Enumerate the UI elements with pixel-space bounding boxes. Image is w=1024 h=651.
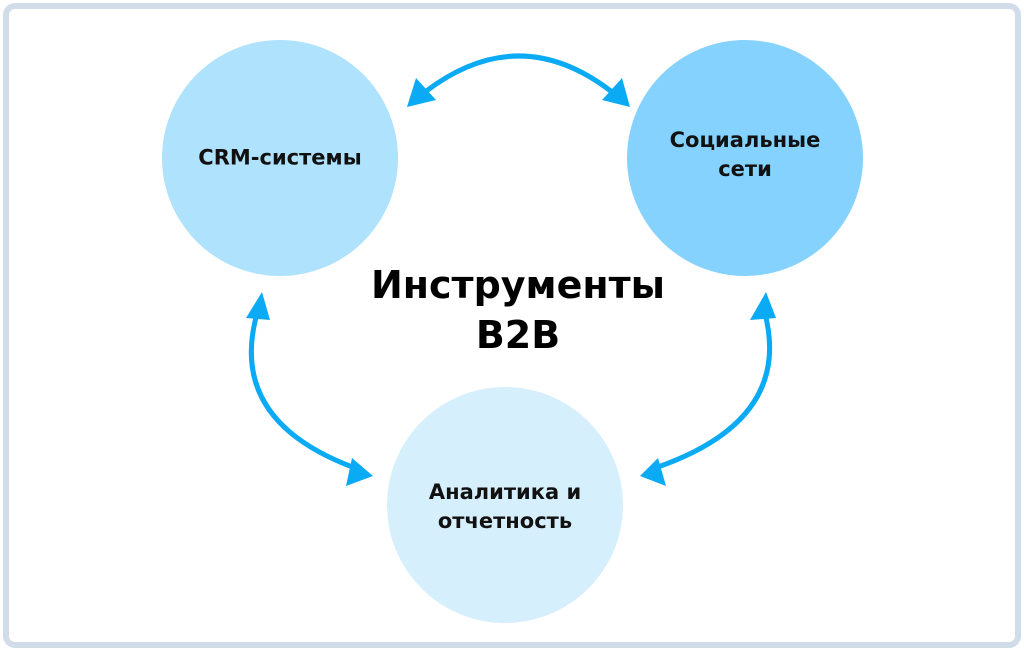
node-social-line2: сети	[718, 157, 772, 181]
arrowhead-icon	[602, 78, 630, 107]
node-analytics-circle	[387, 387, 623, 623]
title-line1: Инструменты	[370, 263, 666, 307]
arrow-crm-social	[423, 53, 614, 94]
node-analytics-label: Аналитика и отчетность	[429, 478, 581, 536]
node-analytics-line2: отчетность	[437, 509, 573, 533]
arrowhead-icon	[640, 458, 666, 486]
title-line2: B2B	[475, 313, 561, 357]
node-social-circle	[627, 40, 863, 276]
node-crm-label: CRM-системы	[198, 145, 362, 170]
arrowhead-icon	[407, 78, 436, 107]
arrowhead-icon	[750, 292, 776, 320]
node-crm-circle	[162, 40, 398, 276]
arrow-social-analytics	[654, 309, 773, 471]
arrow-crm-analytics	[248, 309, 356, 471]
arrowhead-icon	[346, 458, 373, 486]
node-social-line1: Социальные	[669, 128, 821, 152]
arrowhead-icon	[246, 292, 270, 320]
diagram-title: Инструменты B2B	[371, 260, 665, 360]
node-analytics-line1: Аналитика и	[428, 480, 582, 504]
node-social-label: Социальные сети	[670, 126, 821, 184]
